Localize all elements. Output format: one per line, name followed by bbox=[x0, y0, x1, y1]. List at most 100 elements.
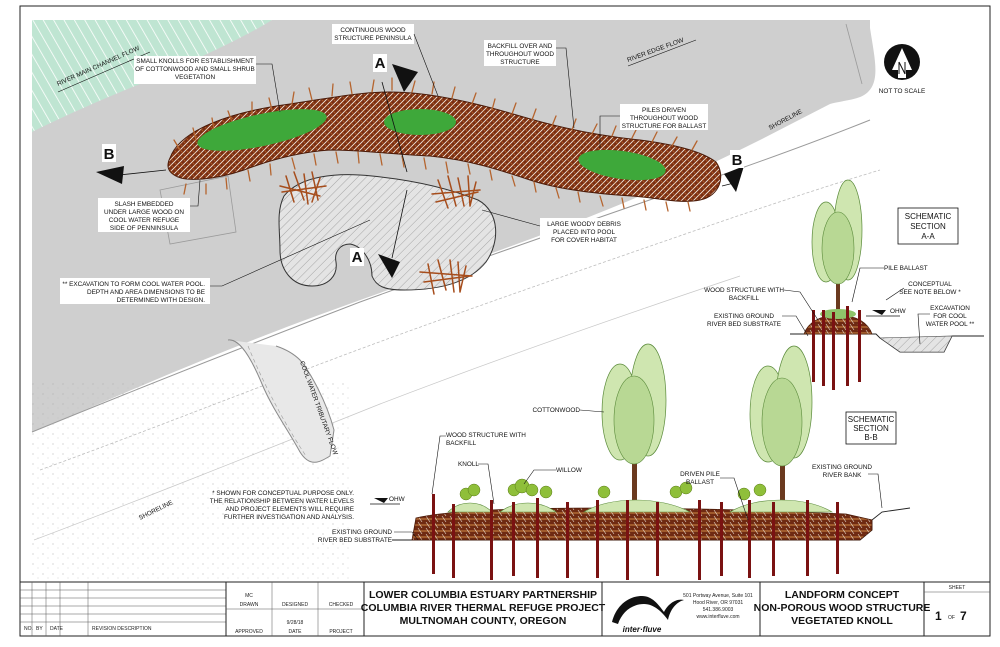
svg-text:SIDE OF PENNINSULA: SIDE OF PENNINSULA bbox=[110, 225, 179, 232]
svg-text:Hood River, OR 97031: Hood River, OR 97031 bbox=[693, 600, 744, 606]
svg-text:541.386.9003: 541.386.9003 bbox=[703, 607, 734, 613]
svg-text:SECTION: SECTION bbox=[853, 424, 889, 433]
svg-text:DETERMINED WITH DESIGN.: DETERMINED WITH DESIGN. bbox=[117, 297, 206, 304]
svg-text:PLACED INTO POOL: PLACED INTO POOL bbox=[553, 229, 615, 236]
label-pile-ballast: PILE BALLAST bbox=[884, 265, 928, 272]
svg-text:DRAWN: DRAWN bbox=[240, 602, 259, 608]
knoll-middle bbox=[384, 109, 456, 135]
svg-text:CHECKED: CHECKED bbox=[329, 602, 354, 608]
svg-text:OHW: OHW bbox=[389, 496, 406, 503]
svg-text:www.interfluve.com: www.interfluve.com bbox=[696, 614, 739, 620]
svg-text:APPROVED: APPROVED bbox=[235, 629, 263, 635]
svg-text:UNDER LARGE WOOD ON: UNDER LARGE WOOD ON bbox=[104, 209, 184, 216]
conceptual-note: * SHOWN FOR CONCEPTUAL PURPOSE ONLY. THE… bbox=[210, 490, 355, 521]
marker-b-right: B bbox=[732, 152, 743, 169]
callout-backfill: BACKFILL OVER AND THROUGHOUT WOOD STRUCT… bbox=[484, 40, 575, 129]
svg-text:A-A: A-A bbox=[921, 232, 935, 241]
label-knoll: KNOLL bbox=[458, 461, 479, 468]
svg-text:THROUGHOUT WOOD: THROUGHOUT WOOD bbox=[486, 51, 554, 58]
svg-text:SCHEMATIC: SCHEMATIC bbox=[905, 212, 952, 221]
section-aa: SCHEMATIC SECTION A-A OHW PILE BALLAST bbox=[704, 179, 984, 390]
svg-text:MC: MC bbox=[245, 593, 253, 599]
svg-text:WOOD STRUCTURE WITH: WOOD STRUCTURE WITH bbox=[704, 287, 784, 294]
svg-text:DATE: DATE bbox=[289, 629, 303, 635]
sheet-title-line-1: LANDFORM CONCEPT bbox=[785, 589, 900, 601]
knoll-left bbox=[197, 109, 327, 151]
svg-text:DESIGNED: DESIGNED bbox=[282, 602, 309, 608]
svg-text:inter·fluve: inter·fluve bbox=[623, 625, 662, 634]
knoll-right bbox=[578, 149, 666, 181]
svg-text:B-B: B-B bbox=[864, 433, 877, 442]
svg-text:SHEET: SHEET bbox=[949, 585, 966, 591]
svg-text:SMALL KNOLLS FOR ESTABLISHMENT: SMALL KNOLLS FOR ESTABLISHMENT bbox=[136, 58, 254, 65]
label-cottonwood: COTTONWOOD bbox=[533, 407, 581, 414]
marker-a-top: A bbox=[375, 55, 386, 72]
cool-water-pool bbox=[278, 174, 497, 291]
svg-text:* SHOWN FOR CONCEPTUAL PURPOSE: * SHOWN FOR CONCEPTUAL PURPOSE ONLY. bbox=[212, 490, 354, 497]
interfluve-logo-icon bbox=[612, 596, 684, 624]
cool-water-tributary bbox=[227, 339, 335, 463]
svg-text:EXISTING GROUND: EXISTING GROUND bbox=[714, 313, 774, 320]
svg-text:** EXCAVATION TO FORM COOL WAT: ** EXCAVATION TO FORM COOL WATER POOL. bbox=[62, 281, 205, 288]
plan-view: A A B B RIVER MAIN CHANNEL FLOW RIVER ED… bbox=[31, 20, 881, 580]
marker-a-bottom: A bbox=[352, 249, 363, 266]
revision-table bbox=[20, 582, 227, 636]
svg-text:BALLAST: BALLAST bbox=[686, 479, 714, 486]
svg-text:501 Portway Avenue, Suite 101: 501 Portway Avenue, Suite 101 bbox=[683, 593, 753, 599]
svg-text:OF COTTONWOOD AND SMALL SHRUB: OF COTTONWOOD AND SMALL SHRUB bbox=[135, 66, 255, 73]
callout-small-knolls: SMALL KNOLLS FOR ESTABLISHMENT OF COTTON… bbox=[134, 56, 281, 113]
section-bb-willows bbox=[459, 478, 767, 501]
shoreline-strip-2 bbox=[39, 169, 881, 471]
section-bb-tree-left bbox=[601, 343, 667, 506]
svg-text:OHW: OHW bbox=[890, 308, 907, 315]
sheet-title-line-2: NON-POROUS WOOD STRUCTURE bbox=[754, 602, 931, 614]
section-bb: SCHEMATIC SECTION B-B bbox=[210, 343, 911, 580]
svg-text:DRIVEN PILE: DRIVEN PILE bbox=[680, 471, 720, 478]
svg-text:DEPTH AND AREA DIMENSIONS TO B: DEPTH AND AREA DIMENSIONS TO BE bbox=[87, 289, 205, 296]
svg-text:FURTHER INVESTIGATION AND ANAL: FURTHER INVESTIGATION AND ANALYSIS. bbox=[224, 514, 354, 521]
svg-text:AND PROJECT ELEMENTS WILL REQU: AND PROJECT ELEMENTS WILL REQUIRE bbox=[225, 506, 354, 513]
sheet-total: 7 bbox=[960, 609, 967, 623]
section-bb-wood-structure bbox=[411, 507, 873, 541]
svg-text:SEE NOTE BELOW *: SEE NOTE BELOW * bbox=[899, 289, 961, 296]
svg-text:EXCAVATION: EXCAVATION bbox=[930, 305, 970, 312]
title-block: NO. BY DATE REVISION DESCRIPTION MC DRAW… bbox=[19, 581, 991, 637]
section-bb-piles bbox=[432, 494, 839, 580]
svg-text:FOR COOL: FOR COOL bbox=[933, 313, 967, 320]
svg-text:NO.: NO. bbox=[24, 626, 33, 632]
svg-text:CONTINUOUS WOOD: CONTINUOUS WOOD bbox=[340, 27, 406, 34]
peninsula-stakes bbox=[173, 77, 698, 212]
callout-excavation: ** EXCAVATION TO FORM COOL WATER POOL. D… bbox=[60, 219, 371, 304]
svg-text:BACKFILL: BACKFILL bbox=[729, 295, 760, 302]
svg-text:SCHEMATIC: SCHEMATIC bbox=[848, 415, 895, 424]
svg-text:DATE: DATE bbox=[50, 626, 64, 632]
project-name-line-1: LOWER COLUMBIA ESTUARY PARTNERSHIP bbox=[369, 589, 597, 601]
svg-text:EXISTING GROUND: EXISTING GROUND bbox=[812, 464, 872, 471]
section-aa-tree bbox=[811, 179, 863, 316]
svg-text:SLASH EMBEDDED: SLASH EMBEDDED bbox=[115, 201, 174, 208]
svg-text:CONCEPTUAL: CONCEPTUAL bbox=[908, 281, 952, 288]
svg-text:BY: BY bbox=[36, 626, 43, 632]
svg-text:SECTION: SECTION bbox=[910, 222, 946, 231]
svg-text:RIVER BANK: RIVER BANK bbox=[823, 472, 862, 479]
svg-text:THE RELATIONSHIP BETWEEN WATER: THE RELATIONSHIP BETWEEN WATER LEVELS bbox=[210, 498, 354, 505]
svg-text:LARGE WOODY DEBRIS: LARGE WOODY DEBRIS bbox=[547, 221, 621, 228]
svg-text:PROJECT: PROJECT bbox=[329, 629, 352, 635]
svg-text:PILES DRIVEN: PILES DRIVEN bbox=[642, 107, 686, 114]
north-arrow: NOT TO SCALE bbox=[879, 44, 925, 95]
svg-text:STRUCTURE PENINSULA: STRUCTURE PENINSULA bbox=[334, 35, 412, 42]
svg-text:THROUGHOUT WOOD: THROUGHOUT WOOD bbox=[630, 115, 698, 122]
section-line-a bbox=[381, 81, 408, 173]
svg-text:FOR COVER HABITAT: FOR COVER HABITAT bbox=[551, 237, 617, 244]
svg-text:REVISION DESCRIPTION: REVISION DESCRIPTION bbox=[92, 626, 152, 632]
large-woody-debris bbox=[279, 171, 481, 295]
label-willow: WILLOW bbox=[556, 467, 583, 474]
svg-text:STRUCTURE: STRUCTURE bbox=[500, 59, 539, 66]
svg-text:RIVER BED SUBSTRATE: RIVER BED SUBSTRATE bbox=[707, 321, 781, 328]
svg-text:WOOD STRUCTURE WITH: WOOD STRUCTURE WITH bbox=[446, 432, 526, 439]
north-arrow-icon bbox=[892, 48, 912, 78]
callout-large-woody: LARGE WOODY DEBRIS PLACED INTO POOL FOR … bbox=[481, 209, 628, 244]
svg-text:STRUCTURE FOR BALLAST: STRUCTURE FOR BALLAST bbox=[622, 123, 707, 130]
project-name-line-2: COLUMBIA RIVER THERMAL REFUGE PROJECT bbox=[361, 602, 606, 614]
